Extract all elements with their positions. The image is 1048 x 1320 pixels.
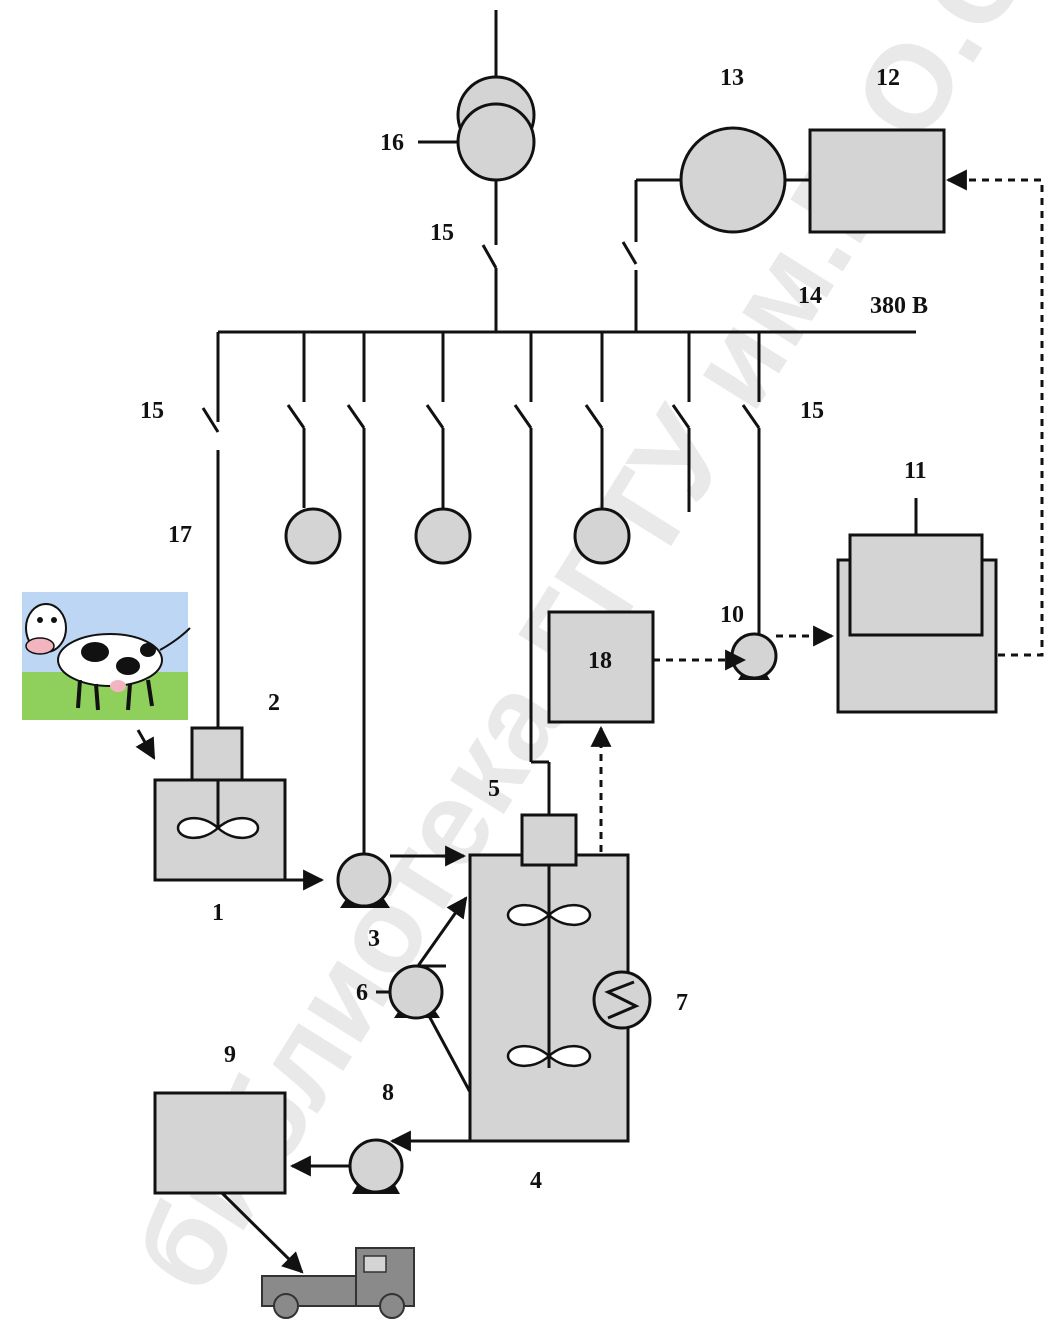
label-6: 6 xyxy=(356,980,368,1006)
engine-12 xyxy=(808,128,946,234)
label-4: 4 xyxy=(530,1168,542,1194)
feeder-spare xyxy=(671,332,691,512)
mixer-icon xyxy=(176,817,260,839)
truck-icon xyxy=(261,1247,415,1319)
gas-line-11-12 xyxy=(945,169,1044,657)
label-18: 18 xyxy=(588,648,612,674)
pump-icon xyxy=(336,852,392,908)
gasholder-11 xyxy=(836,498,998,714)
pump-icon xyxy=(730,632,778,680)
label-8: 8 xyxy=(382,1080,394,1106)
feed-arrow xyxy=(135,729,156,760)
feeder-motor-c xyxy=(573,332,631,565)
mixer-icon xyxy=(506,904,592,926)
label-10: 10 xyxy=(720,602,744,628)
label-15-right: 15 xyxy=(800,398,824,424)
pipe-4-6 xyxy=(426,1013,472,1093)
pump-icon xyxy=(376,964,446,1020)
label-2: 2 xyxy=(268,690,280,716)
label-16: 16 xyxy=(380,130,404,156)
label-1: 1 xyxy=(212,900,224,926)
label-3: 3 xyxy=(368,926,380,952)
label-12: 12 xyxy=(876,65,900,91)
label-15-left: 15 xyxy=(140,398,164,424)
feeder-17 xyxy=(201,332,220,728)
label-7: 7 xyxy=(676,990,688,1016)
label-14: 14 xyxy=(798,283,822,309)
pipe-6-4 xyxy=(416,896,468,967)
storage-9 xyxy=(153,1091,287,1195)
label-11: 11 xyxy=(904,458,927,484)
cow-icon xyxy=(22,592,191,720)
label-5: 5 xyxy=(488,776,500,802)
feeder-compressor-10 xyxy=(741,332,761,636)
pump-icon xyxy=(348,1138,404,1194)
pipe-9-truck xyxy=(220,1191,304,1274)
label-13: 13 xyxy=(720,65,744,91)
label-9: 9 xyxy=(224,1042,236,1068)
feeder-motor-a xyxy=(284,332,342,565)
generator-13 xyxy=(621,126,810,332)
heat-exchanger-icon xyxy=(592,970,652,1030)
feeder-pump-3 xyxy=(346,332,366,860)
switch-icon xyxy=(481,244,498,332)
voltage-label: 380 В xyxy=(870,293,928,319)
digester-4 xyxy=(468,813,630,1143)
transformer-icon xyxy=(418,10,536,245)
feeder-mixer-5 xyxy=(513,332,551,815)
feeder-motor-b xyxy=(414,332,472,565)
receiving-tank-1 xyxy=(153,726,287,882)
label-15-main: 15 xyxy=(430,220,454,246)
mixer-icon xyxy=(506,1045,592,1067)
label-17: 17 xyxy=(168,522,192,548)
gas-treatment-18 xyxy=(547,610,655,724)
